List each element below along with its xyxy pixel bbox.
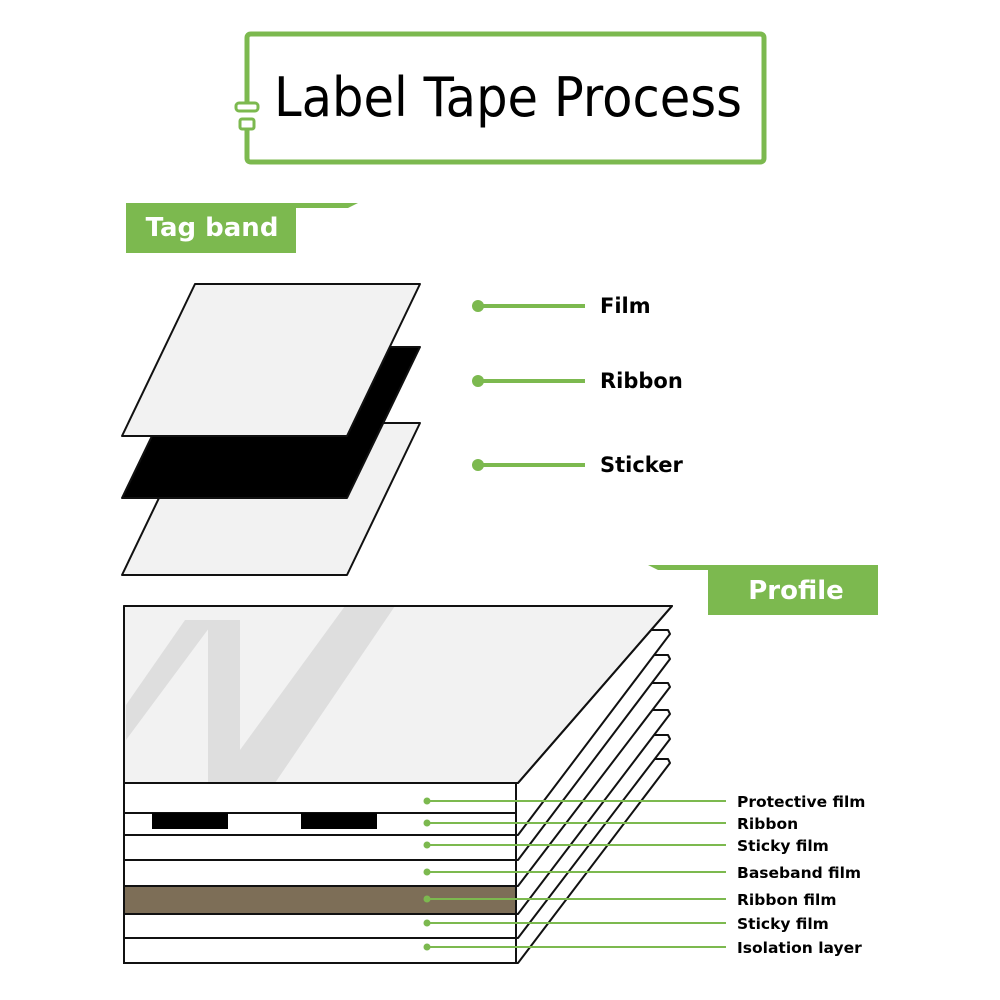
tag-band-label-sticker: Sticker [600, 453, 683, 477]
profile-callout: Sticky film [423, 837, 829, 855]
callout-sticker: Sticker [472, 453, 683, 477]
callout-film: Film [472, 294, 651, 318]
watermark-mark [126, 620, 215, 740]
profile-label-isolation-layer: Isolation layer [737, 939, 862, 957]
profile-label-protective-film: Protective film [737, 793, 865, 811]
tag-band-badge: Tag band [126, 203, 358, 253]
tag-band-callouts: Film Ribbon Sticker [472, 294, 683, 477]
callout-ribbon: Ribbon [472, 369, 683, 393]
watermark-mark [240, 606, 395, 783]
tag-band-badge-bg [126, 203, 296, 253]
profile-badge: Profile [648, 565, 878, 615]
profile-stack [123, 605, 673, 964]
profile-label-ribbon: Ribbon [737, 815, 798, 833]
title-clip-bottom [238, 117, 256, 131]
title-clip-top [234, 101, 260, 113]
title-border [244, 31, 767, 165]
profile-callout: Baseband film [423, 864, 861, 882]
layer-sticky-film [123, 834, 517, 861]
ribbon-print-block [152, 813, 228, 829]
profile-label-sticky-film-lower: Sticky film [737, 915, 829, 933]
tag-band-label-film: Film [600, 294, 651, 318]
profile-callout: Sticky film [423, 915, 829, 933]
layer-protective-film [123, 782, 517, 814]
watermark-mark [208, 620, 240, 783]
profile-label-sticky-film: Sticky film [737, 837, 829, 855]
profile-heading: Profile [748, 576, 844, 606]
tag-band-heading: Tag band [146, 213, 279, 243]
layer-isolation [123, 937, 517, 964]
ribbon-print-block [301, 813, 377, 829]
profile-callout: Ribbon film [423, 891, 836, 909]
profile-callout: Protective film [423, 793, 865, 811]
tag-band-label-ribbon: Ribbon [600, 369, 683, 393]
profile-label-ribbon-film: Ribbon film [737, 891, 836, 909]
tag-band-sheets [121, 283, 421, 576]
profile-label-baseband-film: Baseband film [737, 864, 861, 882]
profile-badge-bg [708, 565, 878, 615]
layer-sticky-film-lower [123, 913, 517, 939]
profile-callout: Ribbon [423, 815, 798, 833]
page-title: Label Tape Process [274, 66, 742, 129]
profile-top-sheet-outline [123, 605, 673, 784]
profile-front-face [123, 782, 517, 964]
profile-callouts: Protective film Ribbon Sticky film Baseb… [423, 793, 865, 957]
profile-callout: Isolation layer [423, 939, 862, 957]
title-frame: Label Tape Process [234, 31, 767, 165]
sheet-film [121, 283, 421, 437]
